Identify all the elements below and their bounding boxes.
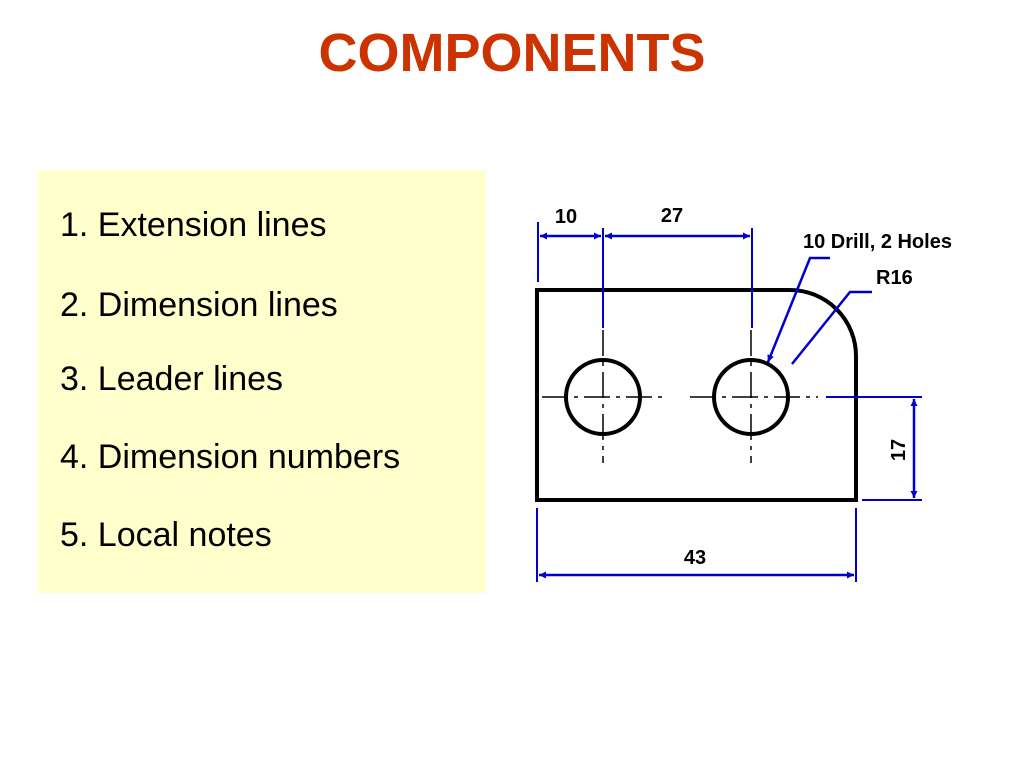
local-note-drill: 10 Drill, 2 Holes — [803, 231, 952, 253]
extension-lines — [536, 222, 922, 582]
dimension-number-hole-height: 17 — [888, 439, 910, 461]
local-note-radius: R16 — [876, 267, 913, 289]
leader-lines — [766, 256, 872, 365]
dimension-number-overall-width: 43 — [684, 547, 706, 569]
list-item-extension-lines: 1. Extension lines — [60, 206, 327, 244]
components-list-panel: 1. Extension lines 2. Dimension lines 3.… — [38, 170, 486, 593]
list-item-dimension-lines: 2. Dimension lines — [60, 286, 338, 324]
dimension-lines — [539, 232, 918, 579]
part-outline — [535, 288, 858, 502]
center-lines — [542, 330, 818, 463]
list-item-dimension-numbers: 4. Dimension numbers — [60, 438, 401, 476]
dimension-number-hole-offset: 10 — [555, 206, 577, 228]
list-item-leader-lines: 3. Leader lines — [60, 360, 284, 398]
dimension-number-hole-spacing: 27 — [661, 205, 683, 227]
slide-title: COMPONENTS — [318, 23, 706, 83]
list-item-local-notes: 5. Local notes — [60, 516, 272, 554]
